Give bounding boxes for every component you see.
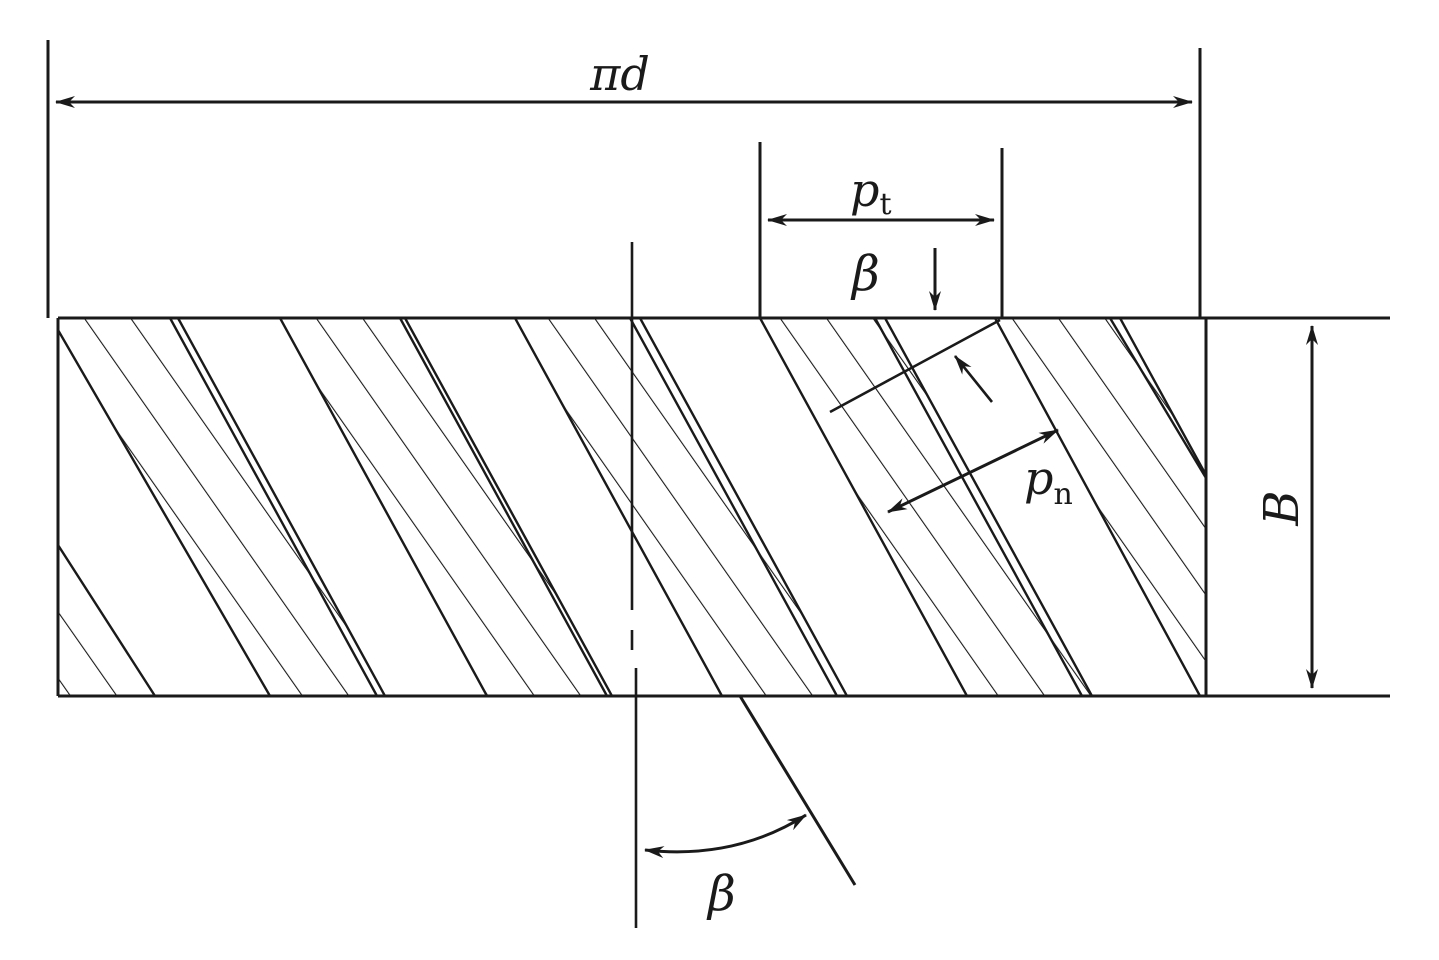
- tooth-band-1: [58, 318, 387, 696]
- tooth-band-2: [278, 318, 614, 696]
- helix-angle-bottom-arc: [644, 813, 807, 859]
- transverse-pitch-dimension: [758, 142, 1004, 318]
- gear-face-outline: [56, 316, 1390, 698]
- circumference-dimension: [46, 40, 1202, 318]
- helix-angle-bottom-label: β: [706, 866, 736, 922]
- transverse-pitch-subscript: t: [879, 187, 891, 222]
- tooth-band-corner: [58, 542, 157, 696]
- normal-pitch-label: pn: [1024, 451, 1073, 512]
- circumference-label: πd: [589, 47, 650, 101]
- tooth-band-5: [993, 318, 1206, 696]
- tooth-bands: [58, 318, 1206, 696]
- axis-reference-line: [630, 242, 638, 928]
- normal-pitch-subscript: n: [1053, 477, 1072, 512]
- normal-pitch-arrow: [887, 428, 1059, 514]
- transverse-pitch-label: pt: [850, 163, 892, 222]
- helix-angle-top-label: β: [850, 246, 880, 302]
- face-width-label: B: [1254, 490, 1310, 526]
- normal-angle-indicator: [829, 318, 1001, 414]
- helix-extension-line: [738, 695, 857, 886]
- tooth-band-3: [513, 318, 849, 696]
